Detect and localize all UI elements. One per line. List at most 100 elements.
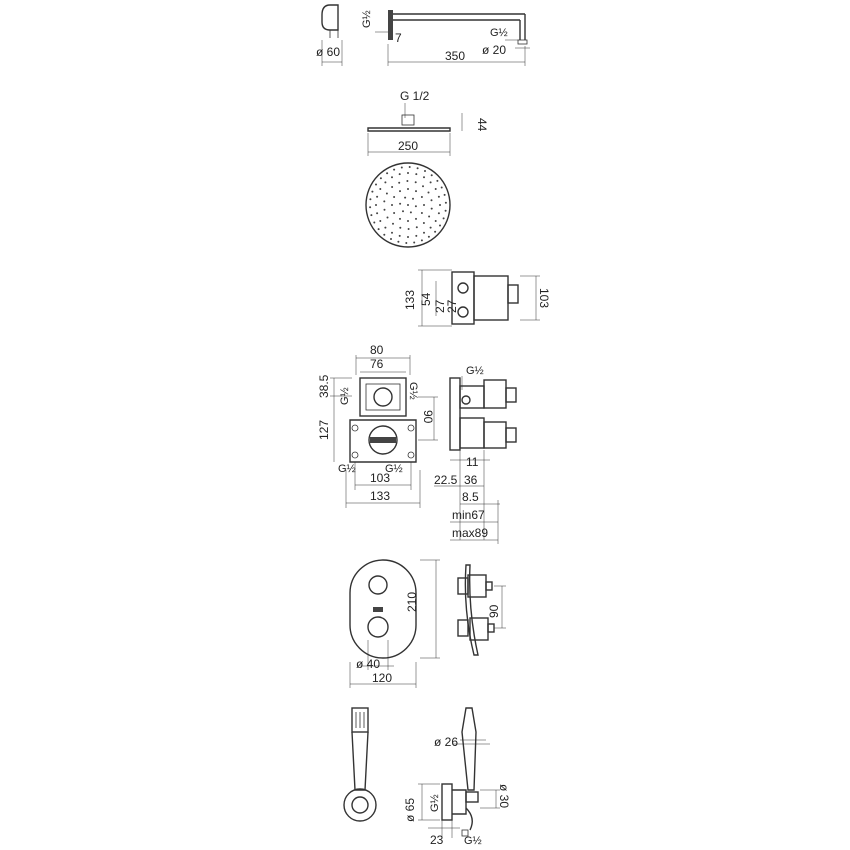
nozzle-dot xyxy=(436,179,439,182)
nozzle-dot xyxy=(434,188,437,190)
dim-side-54: 54 xyxy=(419,292,433,306)
dim-front-103: 103 xyxy=(370,471,390,485)
nozzle-dot xyxy=(391,204,393,206)
arm-flange xyxy=(388,10,393,40)
nozzle-dot xyxy=(384,226,387,229)
nozzle-dot xyxy=(377,228,380,231)
shower-head-side-view: G 1/2 44 250 xyxy=(367,89,489,156)
nozzle-dot xyxy=(404,196,407,199)
nozzle-dot xyxy=(420,239,423,242)
nozzle-dot xyxy=(428,215,431,218)
nozzle-dot xyxy=(406,180,409,182)
nozzle-dot xyxy=(412,197,414,200)
plate-outline xyxy=(349,559,417,659)
nozzle-dot xyxy=(375,204,377,206)
nozzle-dot xyxy=(409,211,412,214)
nozzle-dot xyxy=(423,204,425,206)
nozzle-dot xyxy=(442,217,445,220)
dim-side-103: 103 xyxy=(537,288,551,308)
nozzle-dot xyxy=(430,174,433,177)
nozzle-dot xyxy=(398,234,401,237)
nozzle-dot xyxy=(376,212,379,215)
dim-seven: 7 xyxy=(395,31,402,45)
dim-prof-11: 11 xyxy=(466,455,479,469)
dim-g-top: G½ xyxy=(361,10,373,28)
nozzle-dot xyxy=(391,176,393,179)
nozzle-dot xyxy=(415,226,418,229)
nozzle-dot xyxy=(415,234,418,237)
dim-hand-g-bot: G½ xyxy=(464,835,482,847)
nozzle-dot xyxy=(427,191,430,194)
nozzle-dot xyxy=(398,181,401,184)
dim-arm-length: 350 xyxy=(445,49,465,63)
dim-head-width: 250 xyxy=(398,139,418,153)
dim-hand-30: ø 30 xyxy=(497,784,511,808)
nozzle-dot xyxy=(429,181,432,184)
nozzle-dot xyxy=(379,188,382,190)
nozzle-dot xyxy=(407,220,409,222)
nozzle-dot xyxy=(415,173,418,176)
nozzle-dot xyxy=(370,214,373,217)
valve-side-view: 133 54 27 27 103 xyxy=(403,269,551,327)
nozzle-dot xyxy=(376,195,379,198)
shower-head-face-view xyxy=(365,162,451,248)
nozzle-dot xyxy=(414,181,417,184)
nozzle-dot xyxy=(413,241,416,244)
nozzle-dot xyxy=(405,242,408,244)
dim-arm-diameter: ø 20 xyxy=(482,43,506,57)
dim-head-g: G 1/2 xyxy=(400,89,430,103)
nozzle-dot xyxy=(373,221,376,224)
nozzle-dot xyxy=(407,228,410,230)
head-face xyxy=(365,162,451,248)
dim-side-133: 133 xyxy=(403,290,417,310)
dim-front-127: 127 xyxy=(317,420,331,440)
dim-front-90: 90 xyxy=(421,410,435,424)
nozzle-dot xyxy=(399,217,401,220)
nozzle-dot xyxy=(384,181,387,184)
nozzle-dot xyxy=(430,199,433,202)
nozzle-dot xyxy=(415,217,417,220)
nozzle-dot xyxy=(393,196,396,198)
nozzle-dot xyxy=(434,230,437,233)
nozzle-dot xyxy=(407,172,409,174)
dim-front-80: 80 xyxy=(370,343,384,357)
dim-prof-g-top: G½ xyxy=(466,365,484,377)
shower-arm-view: ø 60 G½ 7 G½ ø 20 350 xyxy=(316,4,530,66)
nozzle-dot xyxy=(398,173,401,176)
nozzle-dot xyxy=(407,236,409,238)
dim-hand-26: ø 26 xyxy=(434,735,458,749)
nozzle-dot xyxy=(399,202,402,205)
nozzle-dot xyxy=(391,186,394,188)
nozzle-dot xyxy=(375,183,377,186)
dim-prof-22: 22.5 xyxy=(434,473,458,487)
dim-front-38: 38.5 xyxy=(317,374,331,398)
valve-front-view: 80 76 38.5 127 G½ G½ 90 G½ G½ 103 133 xyxy=(317,343,438,508)
nozzle-dot xyxy=(385,192,388,195)
nozzle-dot xyxy=(416,167,419,170)
nozzle-dot xyxy=(393,168,396,171)
nozzle-dot xyxy=(443,193,446,196)
dim-front-g-left: G½ xyxy=(339,387,351,405)
nozzle-dot xyxy=(399,190,401,193)
dim-front-g-right: G½ xyxy=(407,382,419,400)
nozzle-dot xyxy=(420,196,423,198)
nozzle-dot xyxy=(437,212,440,215)
nozzle-dot xyxy=(379,177,382,180)
hand-shower-view: ø 26 ø 65 G½ ø 30 23 G½ xyxy=(343,707,511,847)
nozzle-dot xyxy=(439,204,441,206)
control-plate-view: 210 ø 40 120 90 xyxy=(349,559,506,688)
dim-front-g-br: G½ xyxy=(385,463,403,475)
nozzle-dot xyxy=(386,216,389,219)
dim-front-g-bl: G½ xyxy=(338,463,356,475)
nozzle-dot xyxy=(420,212,423,214)
hand-shower-handle xyxy=(351,731,369,791)
dim-prof-min: min67 xyxy=(452,508,485,522)
nozzle-dot xyxy=(369,206,372,209)
dim-front-133: 133 xyxy=(370,489,390,503)
valve-profile-view: G½ 11 22.5 36 8.5 min67 max89 xyxy=(434,365,517,544)
nozzle-dot xyxy=(397,240,400,243)
dim-prof-max: max89 xyxy=(452,526,488,540)
nozzle-dot xyxy=(371,190,374,193)
nozzle-dot xyxy=(391,231,393,234)
dim-plate-210: 210 xyxy=(405,592,419,612)
